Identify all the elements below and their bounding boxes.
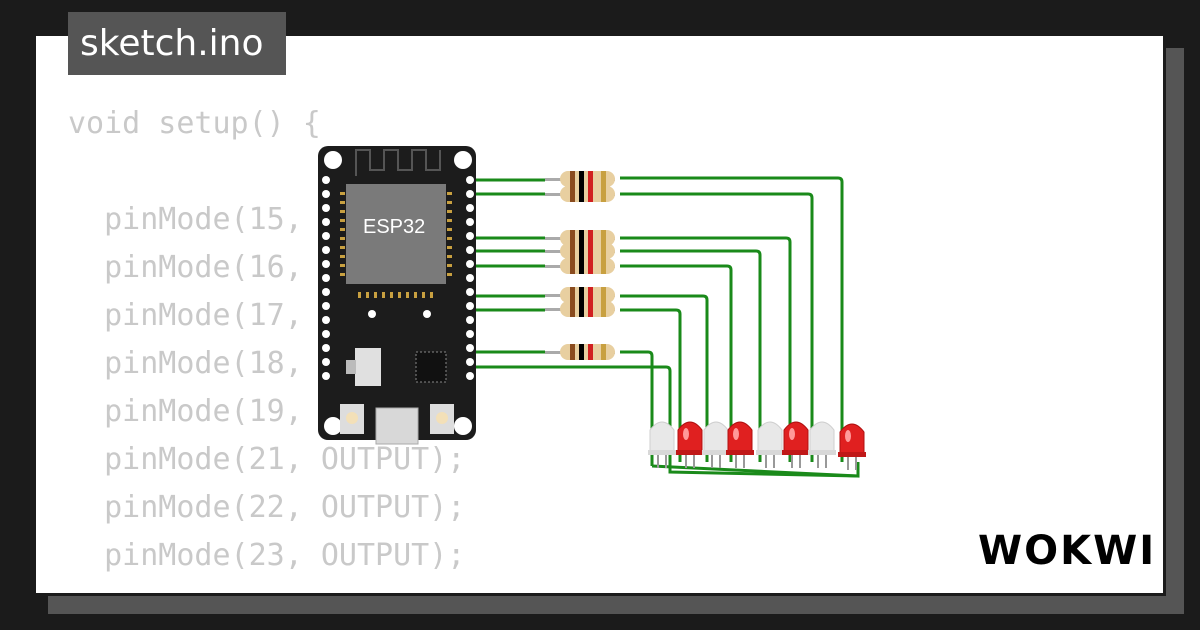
wire bbox=[468, 236, 792, 462]
wire bbox=[468, 308, 682, 462]
resistors bbox=[545, 171, 615, 360]
code-line: void setup() { bbox=[68, 106, 321, 141]
resistor bbox=[545, 186, 615, 202]
led-white bbox=[648, 421, 676, 468]
resistor bbox=[545, 243, 615, 259]
led-white bbox=[756, 421, 784, 468]
esp32-board[interactable]: ESP32 bbox=[318, 146, 476, 445]
led-red bbox=[782, 421, 810, 468]
code-line: pinMode(23, OUTPUT); bbox=[68, 538, 466, 573]
wire bbox=[468, 294, 709, 462]
wire bbox=[468, 176, 844, 462]
resistor bbox=[545, 287, 615, 303]
resistor bbox=[545, 258, 615, 274]
wire bbox=[468, 350, 654, 466]
leds bbox=[648, 421, 866, 470]
esp32-chip-label: ESP32 bbox=[363, 216, 425, 238]
wires bbox=[468, 176, 860, 478]
led-red bbox=[676, 421, 704, 468]
wire bbox=[468, 249, 762, 462]
wire bbox=[468, 264, 733, 462]
led-red bbox=[726, 421, 754, 468]
resistor bbox=[545, 171, 615, 187]
wokwi-logo: WOKWI bbox=[978, 528, 1157, 574]
ground-return bbox=[651, 462, 860, 478]
code-line: pinMode(21, OUTPUT); bbox=[68, 442, 466, 477]
led-white bbox=[808, 421, 836, 468]
code-line: pinMode(22, OUTPUT); bbox=[68, 490, 466, 525]
ground-wire bbox=[468, 365, 859, 478]
file-tab[interactable]: sketch.ino bbox=[68, 12, 286, 75]
resistor bbox=[545, 301, 615, 317]
resistor bbox=[545, 344, 615, 360]
led-red bbox=[838, 423, 866, 470]
wire bbox=[468, 192, 814, 462]
resistor bbox=[545, 230, 615, 246]
